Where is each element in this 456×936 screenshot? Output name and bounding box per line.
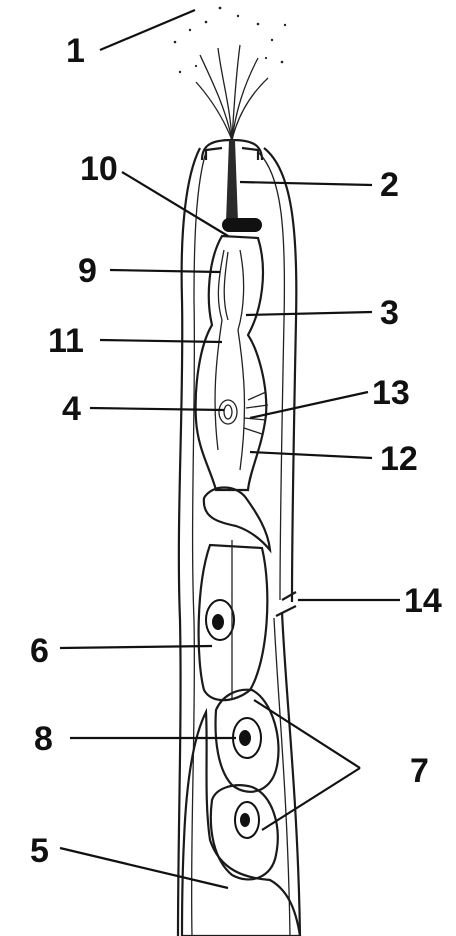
label-14: 14 bbox=[404, 582, 442, 620]
label-9: 9 bbox=[78, 252, 97, 290]
label-10: 10 bbox=[80, 150, 118, 188]
lower-cells bbox=[211, 690, 279, 880]
label-1: 1 bbox=[66, 32, 85, 70]
curved-lobe bbox=[204, 488, 270, 551]
label-4: 4 bbox=[62, 390, 81, 428]
label-3: 3 bbox=[380, 294, 399, 332]
upper-cell bbox=[199, 540, 268, 700]
label-11: 11 bbox=[48, 322, 84, 360]
label-5: 5 bbox=[30, 832, 49, 870]
central-rod bbox=[222, 140, 262, 232]
label-2: 2 bbox=[380, 166, 399, 204]
label-8: 8 bbox=[34, 720, 53, 758]
label-6: 6 bbox=[30, 632, 49, 670]
label-7: 7 bbox=[410, 752, 429, 790]
label-12: 12 bbox=[380, 440, 418, 478]
bristle-tuft bbox=[174, 7, 286, 140]
label-13: 13 bbox=[372, 374, 410, 412]
